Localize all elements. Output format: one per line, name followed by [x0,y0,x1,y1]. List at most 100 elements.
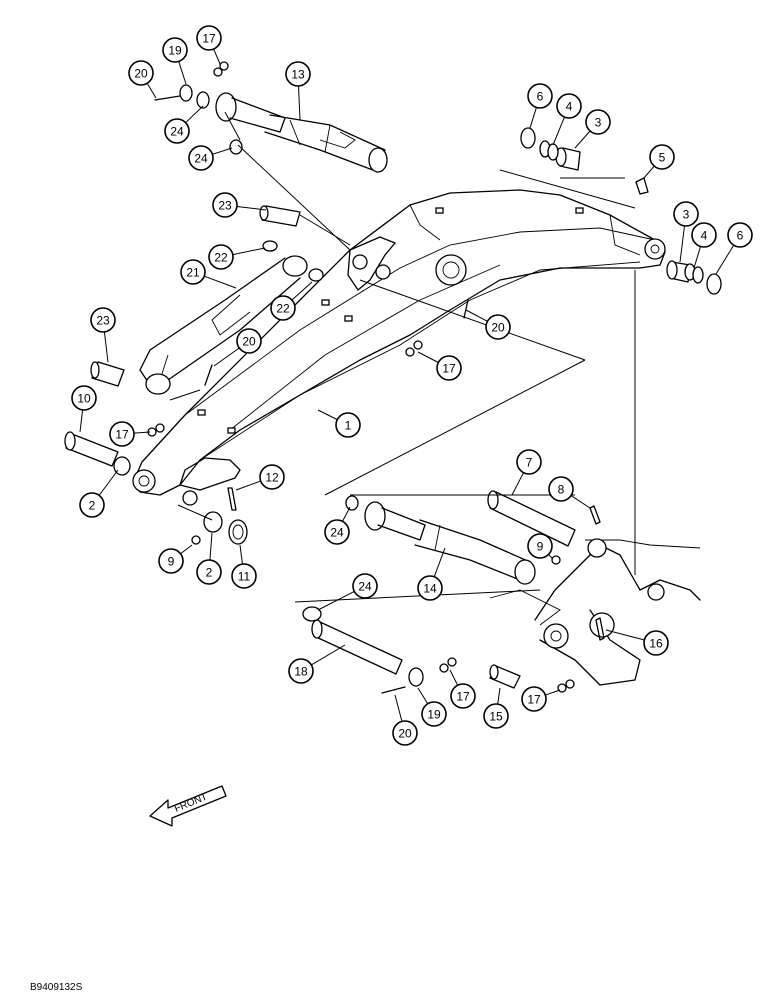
callout-number: 3 [595,116,602,130]
leader-line [679,225,686,263]
callout-circle [109,421,135,447]
washer-19-lower [408,667,424,687]
callout-number: 17 [442,362,456,376]
callout-19: 19 [162,37,188,85]
callout-circle [436,355,462,381]
leader-line [511,472,524,496]
callout-circle [158,548,184,574]
callout-circle [71,385,97,411]
callout-3: 3 [673,201,699,263]
leader-line [570,495,591,509]
callout-circle [188,145,214,171]
callout-8: 8 [548,476,591,509]
callout-number: 23 [96,314,110,328]
shims-4-right [684,263,704,284]
callout-number: 11 [238,570,251,584]
pin-23-left [90,361,125,387]
leader-line [213,48,221,65]
leader-line [433,547,446,577]
callout-circle [259,464,285,490]
callout-number: 6 [737,229,744,243]
callout-number: 20 [134,67,148,81]
callout-circle [450,683,476,709]
callout-24: 24 [324,506,351,545]
shims-4-left [539,140,559,161]
callout-circle [585,109,611,135]
callout-number: 4 [701,229,708,243]
callout-10: 10 [71,385,97,433]
callout-24: 24 [188,145,233,171]
washer-6-right [706,273,722,295]
callout-number: 17 [202,32,216,46]
callout-number: 9 [168,555,175,569]
leader-line [204,275,237,289]
callout-20: 20 [128,60,157,99]
callout-12: 12 [235,464,285,491]
callout-number: 19 [427,708,441,722]
callout-4: 4 [552,93,582,146]
leader-line [317,591,355,611]
callout-number: 13 [291,68,305,82]
leader-line [212,147,233,155]
callout-circle [643,630,669,656]
callout-13: 13 [285,61,311,121]
leader-line [545,689,561,696]
bolts-20 [154,95,469,694]
callout-16: 16 [605,629,669,656]
callout-number: 17 [115,428,129,442]
callout-24: 24 [164,105,204,144]
callout-17: 17 [109,421,151,447]
leader-line [497,687,501,705]
bolt-5 [635,177,649,195]
callout-number: 24 [170,125,184,139]
callout-circle [483,703,509,729]
bolt-16 [595,617,605,641]
leader-line [552,116,565,146]
callout-6: 6 [527,83,553,129]
leader-line [465,309,488,322]
leader-line [239,544,243,565]
callout-circle [270,295,296,321]
callout-2: 2 [196,532,222,585]
callout-23: 23 [90,307,116,363]
callout-number: 16 [649,637,663,651]
callout-9: 9 [158,544,193,574]
leader-line [133,431,151,434]
nuts-17 [147,61,575,693]
callout-circle [352,573,378,599]
figure-code: B9409132S [30,982,83,993]
leader-line [394,694,403,722]
leader-line [180,544,193,555]
leader-line [103,331,109,363]
callout-number: 15 [489,710,503,724]
callout-21: 21 [180,259,237,289]
callout-number: 3 [683,208,690,222]
callout-circle [79,492,105,518]
callout-number: 20 [242,335,256,349]
pin-15 [489,664,521,689]
front-label: FRONT [173,792,209,815]
callout-circle [392,720,418,746]
callout-circle [727,222,753,248]
callout-number: 2 [89,499,96,513]
pin-18 [311,619,403,675]
leader-line [417,687,429,705]
callout-6: 6 [715,222,753,275]
pin-10 [64,431,119,467]
callout-number: 24 [194,152,208,166]
bolt-12 [227,487,237,511]
bucket-cylinder [364,501,536,585]
callout-24: 24 [317,573,378,611]
leader-line [185,105,204,124]
leader-line [291,281,313,301]
callout-circle [485,314,511,340]
callout-22: 22 [208,244,266,270]
callout-number: 12 [265,471,279,485]
leader-line [449,669,459,686]
pin-3-left [555,147,581,171]
callout-number: 22 [276,302,290,316]
callout-11: 11 [231,544,257,589]
leader-line [417,351,439,363]
callout-22: 22 [270,281,313,321]
